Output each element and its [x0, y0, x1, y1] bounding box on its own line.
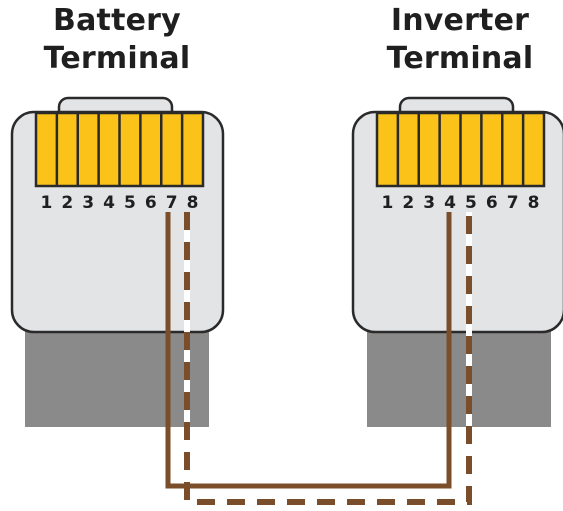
battery-pin-number: 8: [187, 193, 199, 213]
battery-pin-number: 3: [82, 193, 94, 213]
battery-title-line1: Battery: [53, 3, 181, 38]
battery-pin-number: 7: [166, 193, 178, 213]
inverter-title-line1: Inverter: [390, 3, 530, 38]
inverter-pin-number: 1: [382, 193, 394, 213]
inverter-terminal-title: Inverter Terminal: [345, 2, 563, 78]
inverter-pin-number: 8: [528, 193, 540, 213]
inverter-pin-number: 7: [507, 193, 519, 213]
battery-pin-number: 4: [103, 193, 115, 213]
battery-pin-number: 5: [124, 193, 136, 213]
battery-connector-boot: [25, 330, 209, 427]
battery-pin-number: 2: [61, 193, 73, 213]
wire-solid-brown: [165, 212, 452, 489]
inverter-connector-boot: [367, 330, 551, 427]
inverter-pin-number: 4: [444, 193, 456, 213]
battery-terminal-title: Battery Terminal: [2, 2, 232, 78]
inverter-pin-number: 5: [465, 193, 477, 213]
wire-brown-white-striped: [184, 212, 472, 505]
battery-title-line2: Terminal: [43, 41, 191, 76]
wires: [165, 212, 472, 505]
inverter-pin-number: 2: [402, 193, 414, 213]
inverter-pin-number: 6: [486, 193, 498, 213]
battery-pin-number: 6: [145, 193, 157, 213]
inverter-pin-number: 3: [423, 193, 435, 213]
battery-pin-number: 1: [41, 193, 53, 213]
inverter-title-line2: Terminal: [386, 41, 534, 76]
